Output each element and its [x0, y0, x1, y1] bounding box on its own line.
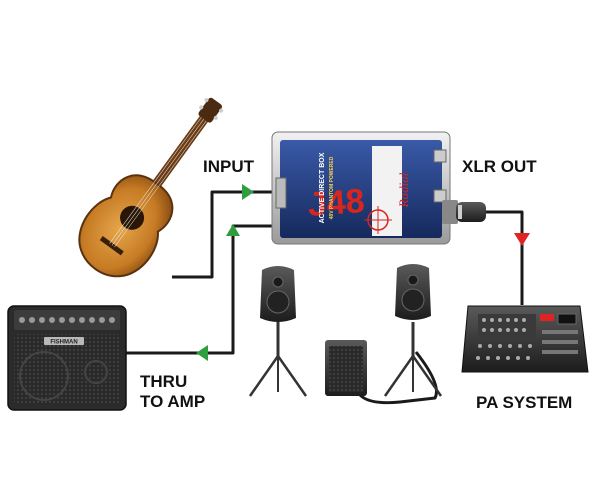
xlr-connector-icon — [442, 200, 486, 224]
input-cable — [172, 190, 272, 279]
thru-label-line1: THRU — [140, 372, 188, 391]
thru-label-line2: TO AMP — [140, 392, 206, 411]
thru-to-amp-label: THRU TO AMP — [140, 372, 205, 412]
di-brand-text: Radial — [396, 172, 411, 208]
input-label: INPUT — [203, 157, 254, 176]
sub-link-cable — [358, 351, 438, 405]
xlr-cable — [486, 210, 524, 305]
acoustic-guitar-icon — [78, 97, 224, 278]
subwoofer-icon — [325, 340, 367, 396]
xlr-arrow-down-icon — [514, 233, 530, 246]
thru-arrow-left-icon — [196, 345, 208, 361]
di-subtitle-text: ACTIVE DIRECT BOX — [319, 152, 326, 223]
amp-badge-text: FISHMAN — [50, 340, 77, 346]
pa-speaker-right-icon — [383, 264, 443, 397]
input-arrow-icon — [242, 184, 254, 200]
di-box-icon — [271, 131, 451, 245]
acoustic-amp-icon — [7, 305, 127, 411]
thru-cable — [116, 224, 272, 355]
thru-arrow-up-icon — [226, 224, 240, 236]
pa-speaker-left-icon — [248, 266, 308, 397]
di-subtitle2-text: 48V PHANTOM POWERED — [329, 156, 335, 219]
powered-mixer-icon — [461, 305, 589, 373]
di-model-text: J48 — [307, 182, 366, 224]
xlr-out-label: XLR OUT — [462, 157, 537, 176]
pa-system-label: PA SYSTEM — [476, 393, 573, 412]
